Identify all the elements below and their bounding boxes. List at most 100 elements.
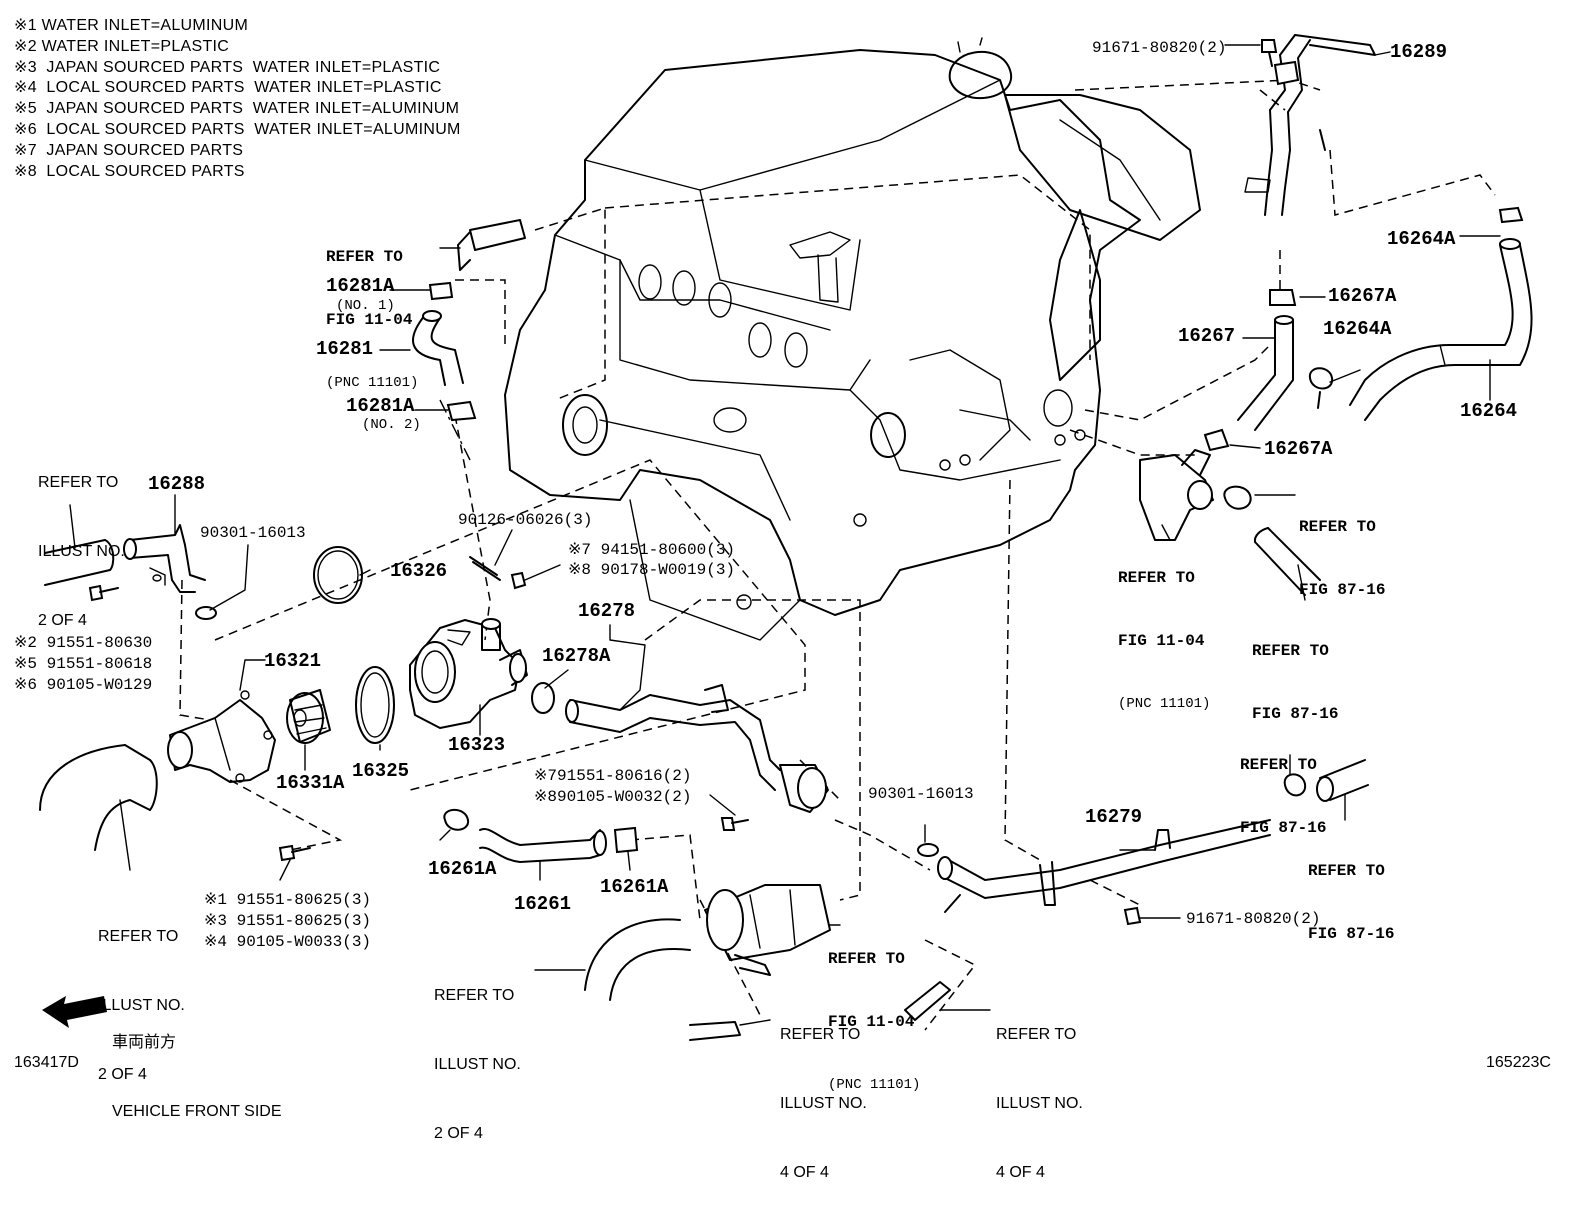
hose-right-mid bbox=[1253, 527, 1321, 596]
ref-fig-87-16-d[interactable]: REFER TO FIG 87-16 bbox=[1308, 819, 1394, 966]
hose-right-lower bbox=[1283, 759, 1369, 802]
clamp-16264A-mid bbox=[1308, 367, 1334, 409]
note-5: ※5 JAPAN SOURCED PARTS WATER INLET=ALUMI… bbox=[14, 100, 460, 118]
ref-line: REFER TO bbox=[1308, 862, 1385, 880]
callout-16278A: 16278A bbox=[542, 645, 611, 667]
leader-lines bbox=[69, 44, 1501, 1026]
callout-16279: 16279 bbox=[1085, 806, 1143, 828]
callout-16289: 16289 bbox=[1390, 41, 1448, 63]
partno-bolt-low-1: ※1 91551-80625(3) bbox=[204, 891, 372, 909]
ref-line: REFER TO bbox=[1240, 756, 1317, 774]
ref-line: 2 OF 4 bbox=[434, 1125, 483, 1142]
thermostat-16331A bbox=[286, 689, 331, 744]
ref-line: 2 OF 4 bbox=[98, 1066, 147, 1083]
ref-line: REFER TO bbox=[1252, 642, 1329, 660]
partno-90301-top: 90301-16013 bbox=[200, 524, 306, 542]
ref-line: REFER TO bbox=[326, 248, 403, 266]
partno-bolt-mid-8: ※890105-W0032(2) bbox=[534, 788, 692, 806]
ref-line: REFER TO bbox=[434, 987, 515, 1004]
bolt-low bbox=[278, 844, 311, 862]
figure-code-left: 163417D bbox=[14, 1054, 79, 1071]
callout-16281A-no2: 16281A bbox=[346, 395, 415, 417]
vehicle-front-japanese: 車両前方 bbox=[112, 1034, 177, 1051]
callout-16331A: 16331A bbox=[276, 772, 345, 794]
callout-16281A-no1: 16281A bbox=[326, 275, 395, 297]
pipe-16288 bbox=[123, 524, 206, 593]
ref-fig-87-16-a[interactable]: REFER TO FIG 87-16 bbox=[1299, 475, 1385, 622]
callout-16264: 16264 bbox=[1460, 400, 1518, 422]
stud-90126 bbox=[469, 556, 527, 590]
ref-fig-87-16-c[interactable]: REFER TO FIG 87-16 bbox=[1240, 713, 1326, 860]
hose-16264 bbox=[1349, 206, 1533, 421]
callout-16264A-top: 16264A bbox=[1387, 228, 1456, 250]
ref-line: FIG 87-16 bbox=[1240, 819, 1327, 837]
ref-illust-bottom-mid[interactable]: REFER TO ILLUST NO. 4 OF 4 bbox=[780, 977, 867, 1207]
partno-91671-top: 91671-80820(2) bbox=[1092, 39, 1227, 57]
ref-line: REFER TO bbox=[98, 928, 179, 945]
callout-16321: 16321 bbox=[264, 650, 322, 672]
hose-16267 bbox=[1203, 289, 1297, 452]
ref-illust-left-top[interactable]: REFER TO ILLUST NO. 2 OF 4 bbox=[38, 425, 125, 655]
partno-bolt-left-2: ※2 91551-80630 bbox=[14, 634, 153, 652]
ref-fig-87-16-b[interactable]: REFER TO FIG 87-16 bbox=[1252, 599, 1338, 746]
water-pump-bottom bbox=[704, 884, 831, 976]
ref-line: ILLUST NO. bbox=[98, 997, 185, 1014]
ref-line: ILLUST NO. bbox=[434, 1056, 521, 1073]
figure-code-right: 165223C bbox=[1486, 1054, 1551, 1071]
sublabel-no1: (NO. 1) bbox=[336, 298, 395, 314]
ref-fig-11-04-top[interactable]: REFER TO FIG 11-04 (PNC 11101) bbox=[326, 205, 418, 415]
ref-line: REFER TO bbox=[828, 950, 905, 968]
pipe-16279 bbox=[937, 819, 1271, 913]
ref-fig-11-04-right[interactable]: REFER TO FIG 11-04 (PNC 11101) bbox=[1118, 526, 1210, 736]
hose-16281 bbox=[412, 219, 526, 422]
ref-illust-center-bottom[interactable]: REFER TO ILLUST NO. 2 OF 4 bbox=[434, 938, 521, 1168]
ref-line: REFER TO bbox=[780, 1026, 861, 1043]
hose-bottom-center bbox=[584, 918, 691, 1001]
bolt-91671-top bbox=[1261, 39, 1278, 67]
ref-line: REFER TO bbox=[38, 474, 119, 491]
callout-16325: 16325 bbox=[352, 760, 410, 782]
hose-bottom-right bbox=[904, 981, 951, 1021]
hose-bottom-mid bbox=[689, 1021, 741, 1041]
partno-90301-mid: 90301-16013 bbox=[868, 785, 974, 803]
ref-illust-bottom-right[interactable]: REFER TO ILLUST NO. 4 OF 4 bbox=[996, 977, 1083, 1207]
engine-cooling-diagram bbox=[39, 34, 1533, 1041]
partno-nut-8: ※8 90178-W0019(3) bbox=[568, 561, 736, 579]
assembly-lines bbox=[179, 79, 1496, 1031]
note-2: ※2 WATER INLET=PLASTIC bbox=[14, 37, 230, 55]
ref-line: FIG 11-04 bbox=[828, 1013, 915, 1031]
oring-16278A bbox=[531, 682, 555, 714]
water-inlet-16321 bbox=[167, 690, 276, 783]
callout-16326: 16326 bbox=[390, 560, 448, 582]
callout-16267A-top: 16267A bbox=[1328, 285, 1397, 307]
note-6: ※6 LOCAL SOURCED PARTS WATER INLET=ALUMI… bbox=[14, 120, 461, 138]
ref-line: ILLUST NO. bbox=[38, 543, 125, 560]
callout-16281: 16281 bbox=[316, 338, 374, 360]
gasket-16325 bbox=[355, 666, 395, 744]
ref-illust-left-bottom[interactable]: REFER TO ILLUST NO. 2 OF 4 bbox=[98, 879, 185, 1109]
partno-91671-bottom: 91671-80820(2) bbox=[1186, 910, 1321, 928]
callout-16267: 16267 bbox=[1178, 325, 1236, 347]
engine-block bbox=[504, 37, 1201, 641]
pipe-16278 bbox=[565, 684, 829, 813]
ref-line: 4 OF 4 bbox=[780, 1164, 829, 1181]
gasket-16326 bbox=[313, 546, 363, 604]
partno-bolt-low-4: ※4 90105-W0033(3) bbox=[204, 933, 372, 951]
applicability-notes: ※1 WATER INLET=ALUMINUM ※2 WATER INLET=P… bbox=[14, 16, 461, 182]
ref-line: REFER TO bbox=[1118, 569, 1195, 587]
bolt-left bbox=[88, 584, 119, 602]
ref-line: FIG 11-04 bbox=[326, 311, 413, 329]
ref-line: REFER TO bbox=[996, 1026, 1077, 1043]
water-outlet-right bbox=[1139, 449, 1252, 541]
callout-16288: 16288 bbox=[148, 473, 206, 495]
partno-bolt-mid-7: ※791551-80616(2) bbox=[534, 767, 692, 785]
ref-fig-11-04-bottom[interactable]: REFER TO FIG 11-04 (PNC 11101) bbox=[828, 907, 920, 1117]
callout-16261A-left: 16261A bbox=[428, 858, 497, 880]
hose-16261 bbox=[443, 808, 639, 863]
oring-90301-mid bbox=[917, 843, 939, 857]
partno-bolt-left-5: ※5 91551-80618 bbox=[14, 655, 153, 673]
vehicle-front-english: VEHICLE FRONT SIDE bbox=[112, 1103, 282, 1120]
note-3: ※3 JAPAN SOURCED PARTS WATER INLET=PLAST… bbox=[14, 58, 441, 76]
partno-bolt-low-3: ※3 91551-80625(3) bbox=[204, 912, 372, 930]
hose-lower-left bbox=[39, 744, 158, 851]
